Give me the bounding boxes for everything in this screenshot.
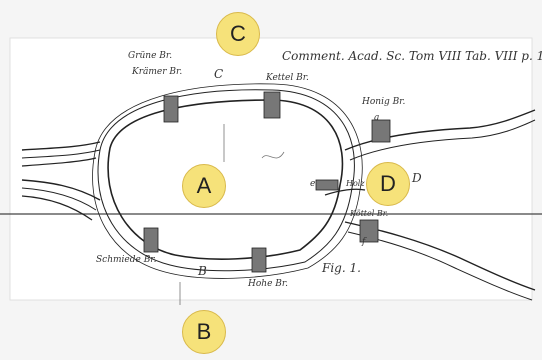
bridge-label-holz: Holz Br. xyxy=(345,179,378,188)
bridge-label-grune: Grüne Br. xyxy=(128,51,172,61)
bridge-label-schmiede: Hohe Br. xyxy=(247,279,288,289)
marker-d: D xyxy=(366,162,410,206)
region-letter-d: D xyxy=(411,171,422,185)
sketch-marks xyxy=(179,124,285,305)
citation-text: Comment. Acad. Sc. Tom VIII Tab. VIII p.… xyxy=(282,49,542,63)
marker-b: B xyxy=(182,310,226,354)
figure-label: Fig. 1. xyxy=(321,261,361,275)
bridge-letter-f: f xyxy=(361,237,367,247)
marker-a: A xyxy=(182,164,226,208)
bridge-label-kettel: Kettel Br. xyxy=(265,73,309,83)
bridge-label-kramer: Krämer Br. xyxy=(131,67,182,77)
bridge-label-honig: Honig Br. xyxy=(361,97,405,107)
region-letter-c: C xyxy=(214,67,223,81)
bridge-grune xyxy=(143,227,159,253)
bridge-kettel xyxy=(263,91,281,119)
bridge-letter-a: a xyxy=(374,113,379,123)
bridge-kramer xyxy=(163,95,179,123)
bridge-label-grune-south: Schmiede Br. xyxy=(96,255,157,265)
bridge-label-kottel: Köttel Br. xyxy=(349,209,388,218)
bridges xyxy=(143,91,391,273)
left-river-arms xyxy=(21,141,101,221)
bridge-kottel xyxy=(359,219,379,243)
bridge-honig xyxy=(371,119,391,143)
bridge-holz xyxy=(315,179,339,191)
bridge-letter-e: e xyxy=(310,179,315,189)
region-letter-b: B xyxy=(197,264,207,278)
marker-c: C xyxy=(216,12,260,56)
bridge-schmiede xyxy=(251,247,267,273)
